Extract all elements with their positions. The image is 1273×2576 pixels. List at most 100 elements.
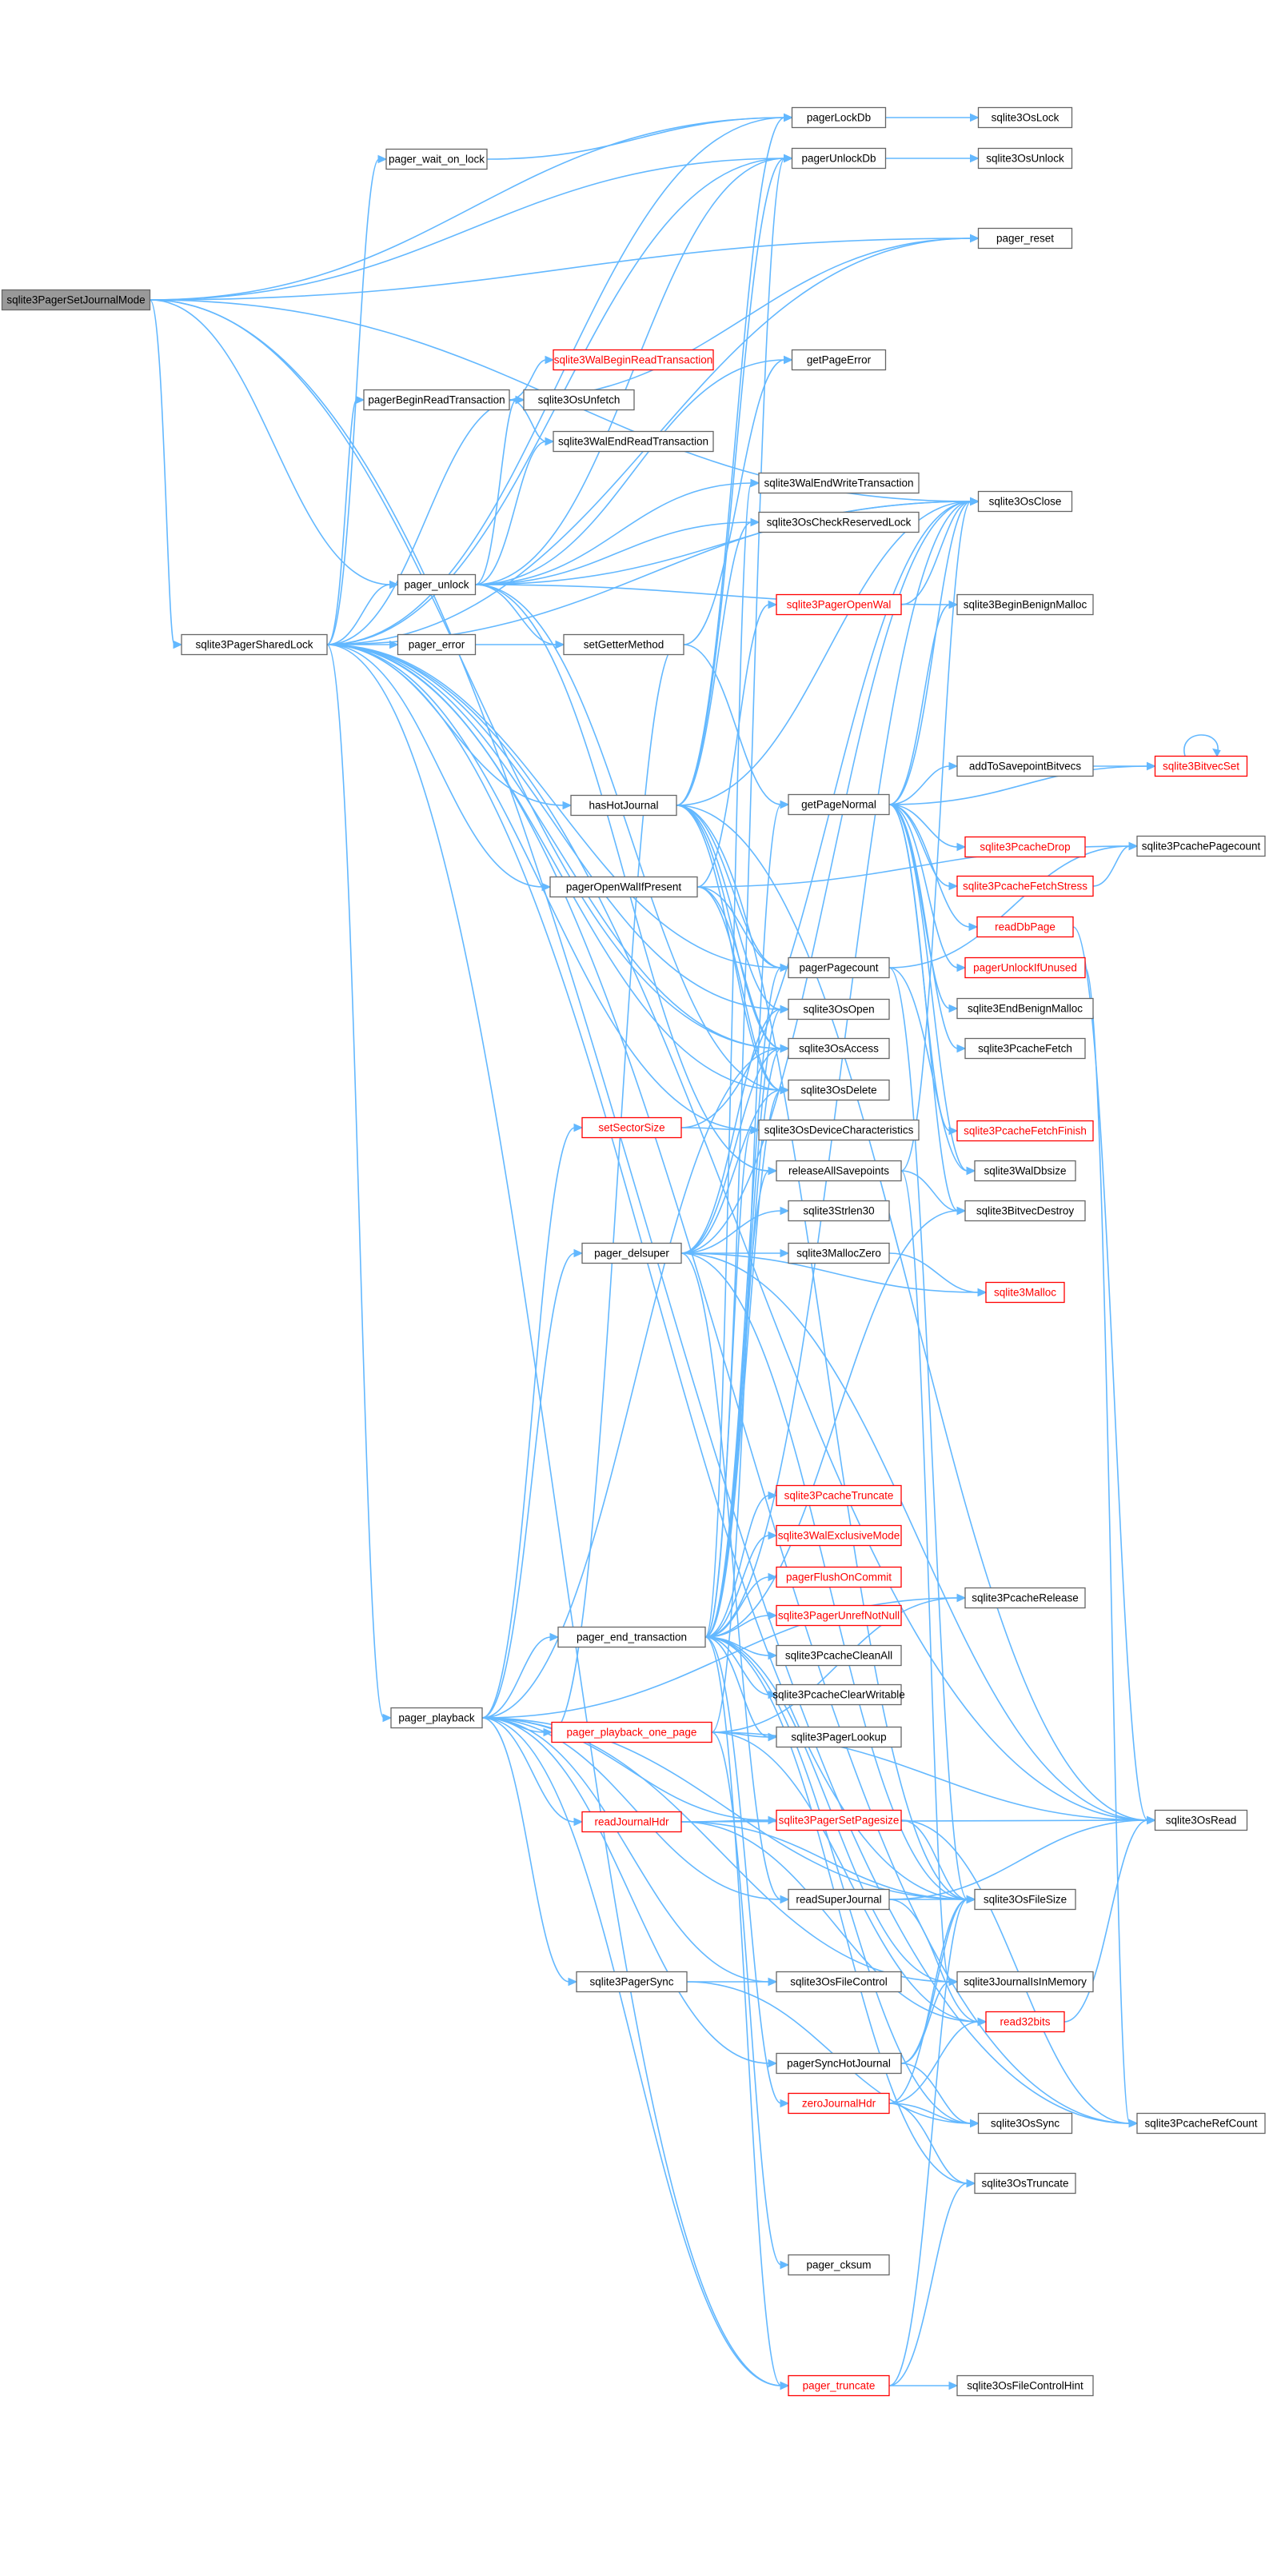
- node-osdelete[interactable]: sqlite3OsDelete: [788, 1079, 890, 1101]
- node-openwalifpresent[interactable]: pagerOpenWalIfPresent: [549, 876, 698, 898]
- node-pagerlookup[interactable]: sqlite3PagerLookup: [776, 1726, 902, 1748]
- node-bitvecset[interactable]: sqlite3BitvecSet: [1154, 755, 1248, 777]
- node-bitvecdestroy[interactable]: sqlite3BitvecDestroy: [964, 1200, 1086, 1222]
- node-label-pagersync: sqlite3PagerSync: [589, 1976, 673, 1988]
- node-ostruncate[interactable]: sqlite3OsTruncate: [974, 2172, 1076, 2195]
- edge-sharedlock-to-lockdb: [326, 117, 785, 645]
- node-oslock[interactable]: sqlite3OsLock: [977, 106, 1073, 129]
- node-box-unlockifunused: [964, 957, 1086, 979]
- node-pcdrop[interactable]: sqlite3PcacheDrop: [964, 836, 1086, 858]
- node-checkreserved[interactable]: sqlite3OsCheckReservedLock: [758, 511, 920, 533]
- node-osfilesize[interactable]: sqlite3OsFileSize: [974, 1888, 1076, 1911]
- edge-arrow-unlock-to-walendread: [545, 437, 555, 446]
- node-osclose[interactable]: sqlite3OsClose: [977, 490, 1073, 513]
- node-hashot[interactable]: hasHotJournal: [570, 794, 677, 817]
- node-reset[interactable]: pager_reset: [977, 227, 1073, 250]
- node-playback[interactable]: pager_playback: [390, 1707, 483, 1729]
- node-label-osunfetch: sqlite3OsUnfetch: [538, 394, 621, 406]
- node-endtx[interactable]: pager_end_transaction: [557, 1626, 706, 1648]
- node-osopen[interactable]: sqlite3OsOpen: [788, 998, 890, 1020]
- node-pcpagecount[interactable]: sqlite3PcachePagecount: [1136, 835, 1266, 857]
- node-pcclearwritable[interactable]: sqlite3PcacheClearWritable: [772, 1683, 905, 1706]
- node-osunfetch[interactable]: sqlite3OsUnfetch: [523, 389, 635, 411]
- node-flushcommit[interactable]: pagerFlushOnCommit: [776, 1566, 902, 1588]
- node-pcrefcount[interactable]: sqlite3PcacheRefCount: [1136, 2112, 1266, 2135]
- edge-endtx-to-osclose: [704, 501, 972, 1638]
- node-strlen30[interactable]: sqlite3Strlen30: [788, 1200, 890, 1222]
- node-pcfetch[interactable]: sqlite3PcacheFetch: [964, 1037, 1086, 1060]
- node-addtosp[interactable]: addToSavepointBitvecs: [956, 755, 1094, 777]
- node-smalloc[interactable]: sqlite3Malloc: [985, 1281, 1065, 1304]
- node-lockdb[interactable]: pagerLockDb: [791, 106, 887, 129]
- node-unlockdb[interactable]: pagerUnlockDb: [791, 147, 887, 170]
- node-filecontrol[interactable]: sqlite3OsFileControl: [776, 1971, 902, 1993]
- edge-arrow-playback-to-synchot: [768, 2059, 778, 2068]
- node-sharedlock[interactable]: sqlite3PagerSharedLock: [181, 633, 328, 656]
- node-box-bitvecset: [1154, 755, 1248, 777]
- node-releasesp[interactable]: releaseAllSavepoints: [776, 1160, 902, 1182]
- node-root[interactable]: sqlite3PagerSetJournalMode: [1, 289, 151, 311]
- node-box-setgetter: [563, 633, 684, 656]
- node-synchot[interactable]: pagerSyncHotJournal: [776, 2052, 902, 2075]
- node-unrefnotnull[interactable]: sqlite3PagerUnrefNotNull: [776, 1604, 902, 1627]
- node-osread[interactable]: sqlite3OsRead: [1154, 1809, 1248, 1831]
- node-unlockifunused[interactable]: pagerUnlockIfUnused: [964, 957, 1086, 979]
- node-walexcl[interactable]: sqlite3WalExclusiveMode: [776, 1524, 902, 1547]
- node-osaccess[interactable]: sqlite3OsAccess: [788, 1037, 890, 1060]
- edge-playback-to-delsuper: [481, 1252, 576, 1719]
- node-devchar[interactable]: sqlite3OsDeviceCharacteristics: [758, 1119, 920, 1141]
- node-osunlock[interactable]: sqlite3OsUnlock: [977, 147, 1073, 170]
- function-nodes: sqlite3PagerSetJournalMode sqlite3PagerSh…: [1, 106, 1266, 2397]
- node-label-waldbsize: sqlite3WalDbsize: [984, 1165, 1066, 1177]
- node-label-openwalifpresent: pagerOpenWalIfPresent: [566, 881, 682, 893]
- node-pctrunc[interactable]: sqlite3PcacheTruncate: [776, 1484, 902, 1507]
- node-read32[interactable]: read32bits: [985, 2011, 1065, 2033]
- node-pcfetchstress[interactable]: sqlite3PcacheFetchStress: [956, 875, 1094, 897]
- node-getpageerror[interactable]: getPageError: [791, 349, 887, 371]
- node-box-osopen: [788, 998, 890, 1020]
- node-label-checkreserved: sqlite3OsCheckReservedLock: [767, 517, 912, 529]
- node-label-readjhdr: readJournalHdr: [594, 1816, 669, 1828]
- node-pcfetchfinish[interactable]: sqlite3PcacheFetchFinish: [956, 1120, 1094, 1142]
- node-walbeginread[interactable]: sqlite3WalBeginReadTransaction: [553, 349, 714, 371]
- node-pcrelease[interactable]: sqlite3PcacheRelease: [964, 1587, 1086, 1609]
- node-walendwrite[interactable]: sqlite3WalEndWriteTransaction: [758, 472, 920, 494]
- node-waitonlock[interactable]: pager_wait_on_lock: [385, 148, 488, 170]
- node-ptruncate[interactable]: pager_truncate: [788, 2374, 890, 2397]
- node-delsuper[interactable]: pager_delsuper: [581, 1242, 682, 1264]
- node-setpagesize[interactable]: sqlite3PagerSetPagesize: [776, 1809, 902, 1831]
- edge-endtx-to-ossync: [704, 1636, 972, 2124]
- node-walendread[interactable]: sqlite3WalEndReadTransaction: [553, 430, 714, 453]
- node-box-playbackone: [551, 1721, 712, 1743]
- node-setsector[interactable]: setSectorSize: [581, 1116, 682, 1139]
- node-readjhdr[interactable]: readJournalHdr: [581, 1811, 682, 1833]
- node-beginbenign[interactable]: sqlite3BeginBenignMalloc: [956, 593, 1094, 616]
- node-label-error: pager_error: [409, 639, 465, 651]
- node-beginread[interactable]: pagerBeginReadTransaction: [363, 389, 510, 411]
- node-getpagenormal[interactable]: getPageNormal: [788, 793, 890, 816]
- node-ossync[interactable]: sqlite3OsSync: [977, 2112, 1073, 2135]
- node-endbenign[interactable]: sqlite3EndBenignMalloc: [956, 997, 1094, 1020]
- node-readdbpage[interactable]: readDbPage: [976, 916, 1074, 938]
- node-error[interactable]: pager_error: [397, 633, 477, 656]
- node-unlock[interactable]: pager_unlock: [397, 573, 477, 596]
- node-pccleanall[interactable]: sqlite3PcacheCleanAll: [776, 1644, 902, 1667]
- node-label-malloczero: sqlite3MallocZero: [796, 1248, 881, 1260]
- node-setgetter[interactable]: setGetterMethod: [563, 633, 684, 656]
- node-label-osaccess: sqlite3OsAccess: [799, 1043, 879, 1055]
- node-waldbsize[interactable]: sqlite3WalDbsize: [974, 1160, 1076, 1182]
- node-pagersync[interactable]: sqlite3PagerSync: [576, 1971, 688, 1993]
- node-zerojhdr[interactable]: zeroJournalHdr: [788, 2092, 890, 2115]
- node-fchint[interactable]: sqlite3OsFileControlHint: [956, 2374, 1094, 2397]
- node-label-beginbenign: sqlite3BeginBenignMalloc: [964, 599, 1087, 611]
- node-cksum[interactable]: pager_cksum: [788, 2254, 890, 2276]
- node-jinmem[interactable]: sqlite3JournalIsInMemory: [956, 1971, 1094, 1993]
- edge-arrow-hashot-to-checkreserved: [750, 517, 760, 527]
- node-playbackone[interactable]: pager_playback_one_page: [551, 1721, 712, 1743]
- node-label-delsuper: pager_delsuper: [594, 1248, 669, 1260]
- node-malloczero[interactable]: sqlite3MallocZero: [788, 1242, 890, 1264]
- edge-arrow-delsuper-to-strlen30: [780, 1206, 790, 1216]
- node-readsuper[interactable]: readSuperJournal: [788, 1888, 890, 1911]
- node-openwal[interactable]: sqlite3PagerOpenWal: [776, 593, 902, 616]
- node-pagecount[interactable]: pagerPagecount: [788, 957, 890, 979]
